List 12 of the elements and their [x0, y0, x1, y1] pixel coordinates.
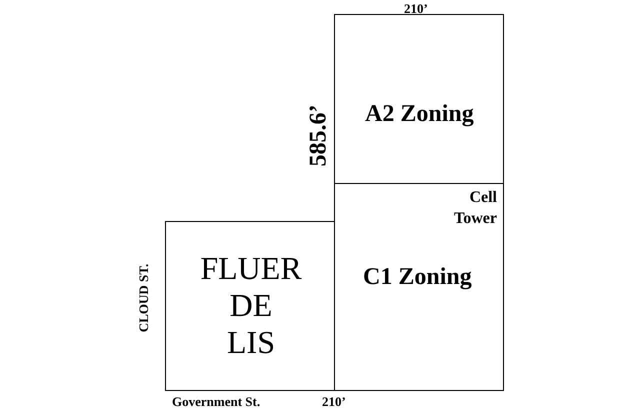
zone-label: C1 Zoning [363, 264, 472, 291]
lot-outline [334, 14, 504, 184]
feature-label: Cell Tower [453, 188, 497, 229]
street-label: CLOUD ST. [136, 264, 152, 332]
street-label: Government St. [172, 394, 260, 410]
dimension-label: 210’ [322, 394, 346, 410]
lot-outline [165, 221, 335, 391]
dimension-label: 210’ [404, 1, 428, 17]
lot-outline [334, 183, 504, 391]
zone-label: A2 Zoning [365, 101, 474, 128]
dimension-label: 585.6’ [306, 104, 332, 166]
lot-name: FLUER DE LIS [199, 250, 303, 360]
